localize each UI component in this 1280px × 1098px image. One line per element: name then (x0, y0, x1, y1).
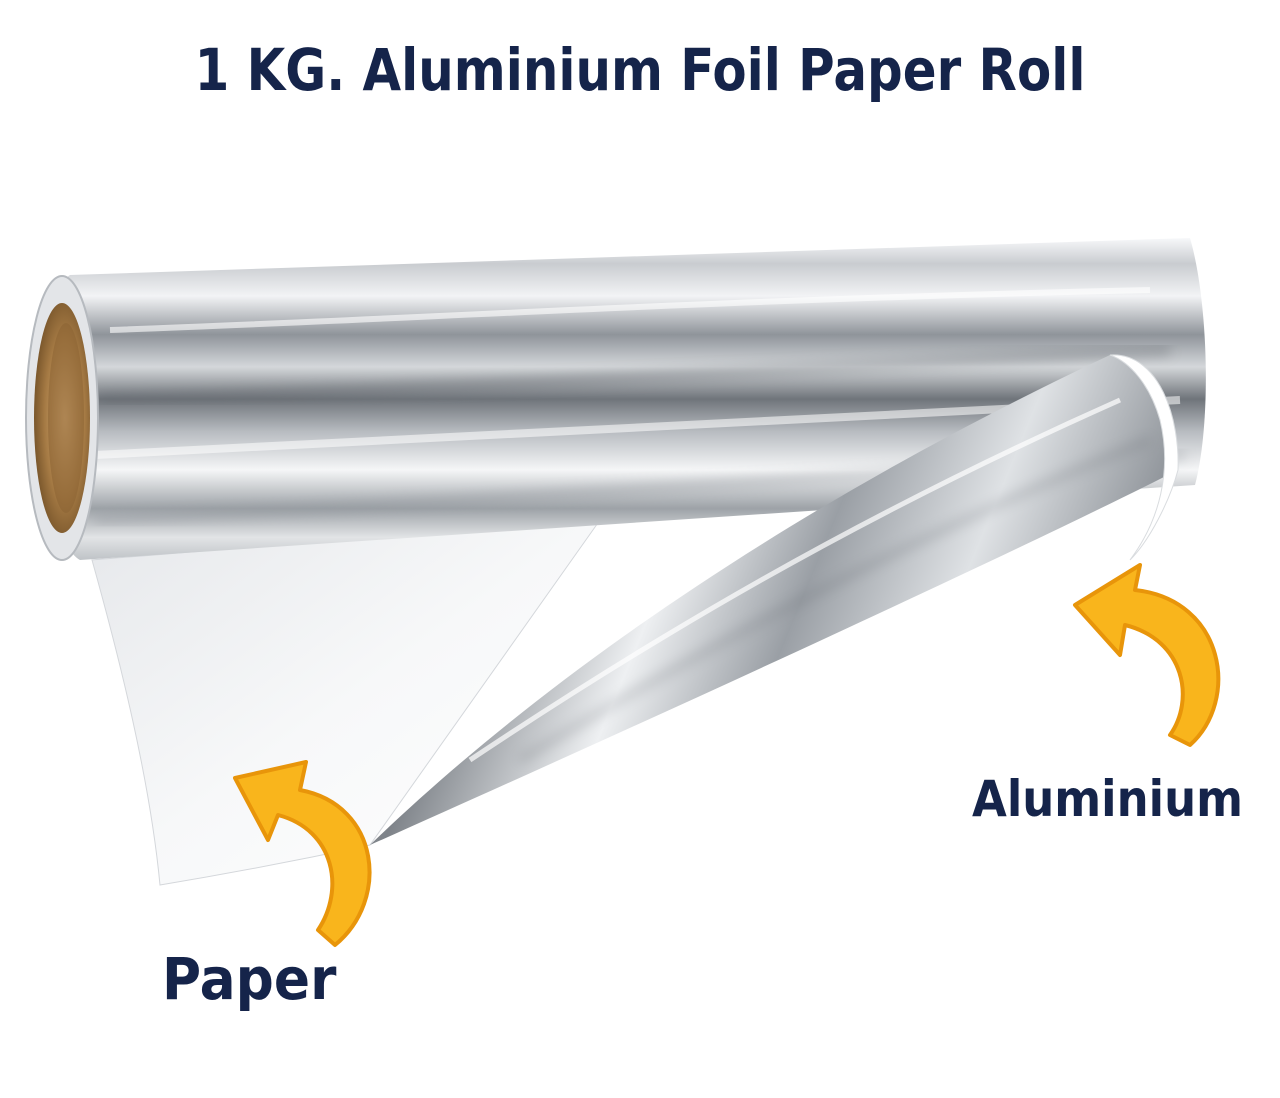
paper-label: Paper (162, 945, 337, 1013)
curved-arrow-icon (233, 760, 372, 947)
peeled-foil-sheet (370, 354, 1179, 845)
curved-arrow-icon (1073, 563, 1221, 747)
aluminium-label: Aluminium (972, 770, 1243, 828)
page-title: 1 KG. Aluminium Foil Paper Roll (194, 36, 1086, 104)
